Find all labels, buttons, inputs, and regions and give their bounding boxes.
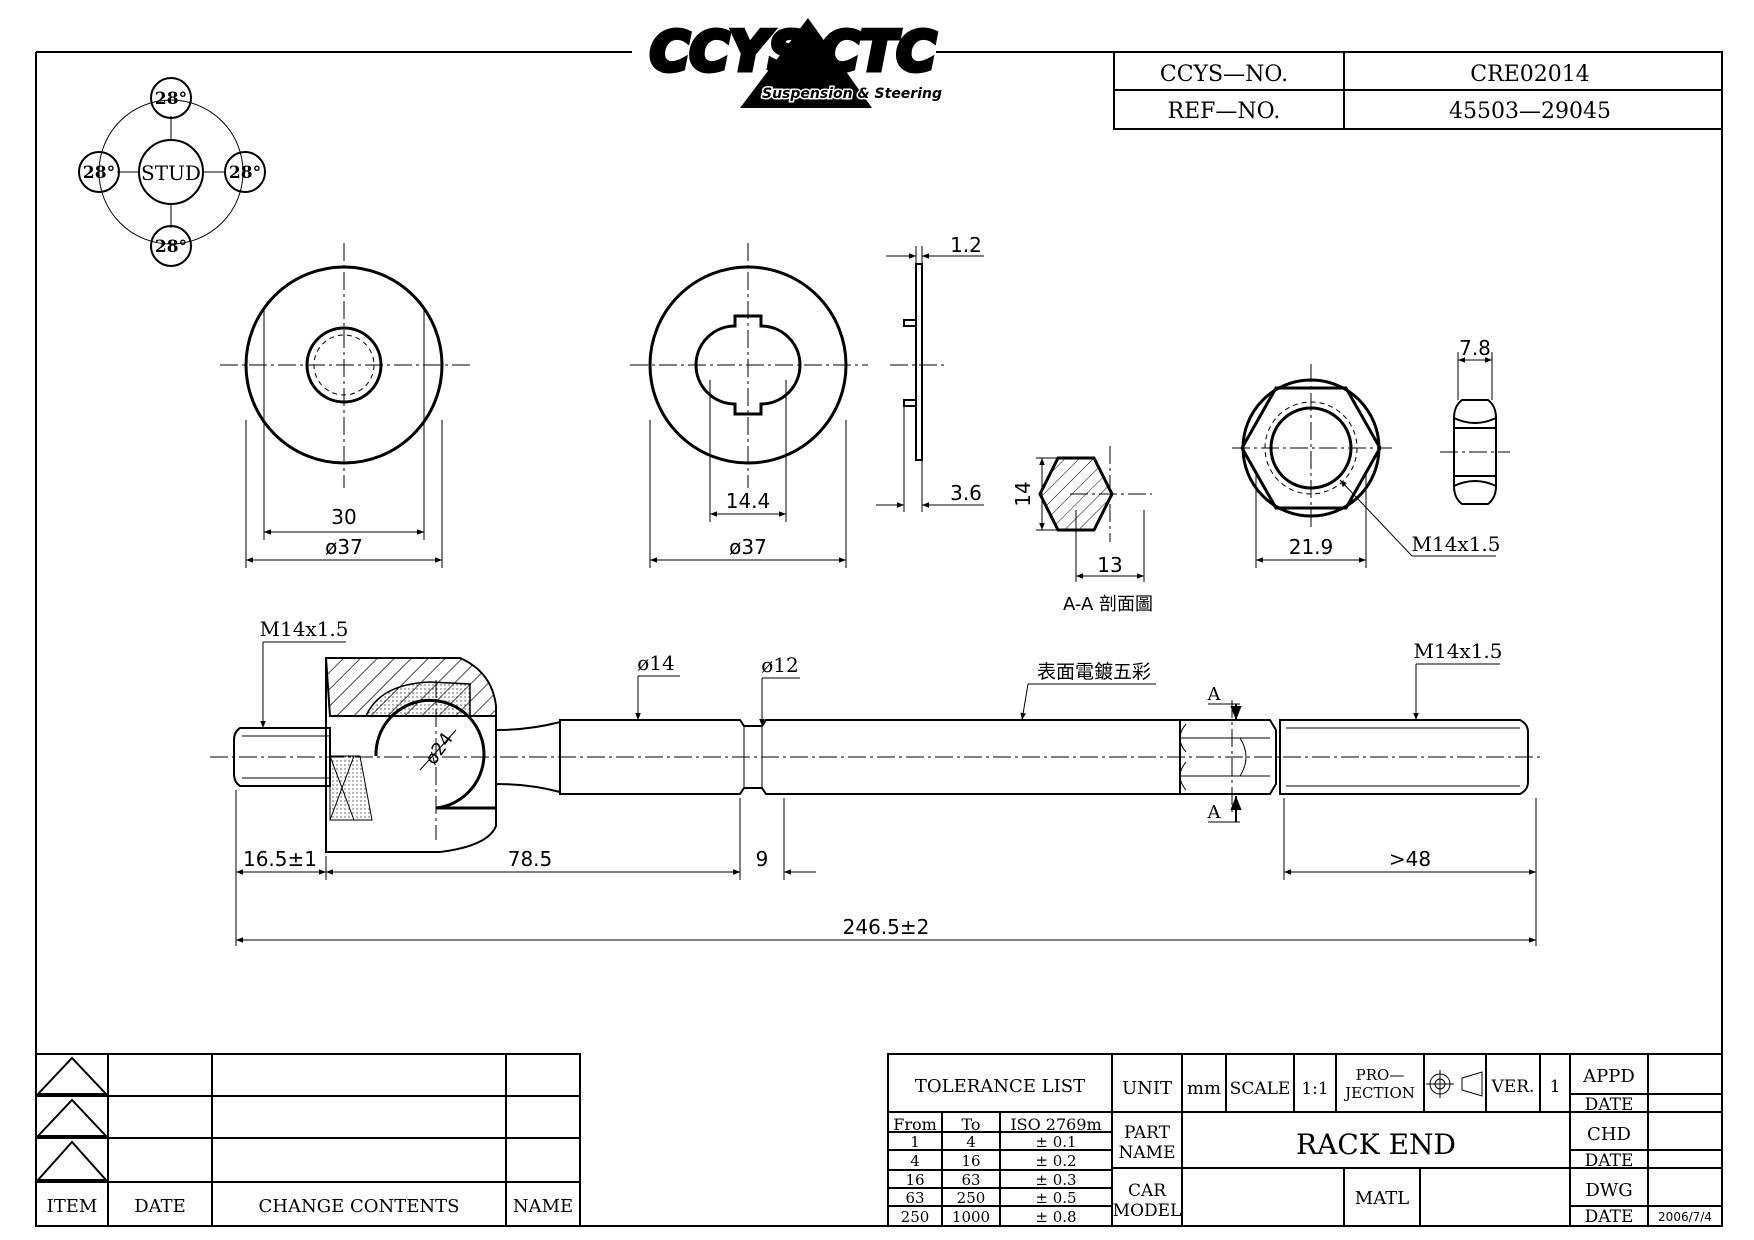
tol-row2-from: 4 (910, 1152, 920, 1170)
tol-row3-to: 63 (961, 1171, 980, 1189)
washer-height-dim: 3.6 (950, 481, 982, 505)
rev-header-item: ITEM (47, 1196, 98, 1217)
dim-overall-length: 246.5±2 (843, 915, 930, 939)
logo-triangle (740, 18, 872, 108)
part-number-box: CCYS—NO. CRE02014 REF—NO. 45503—29045 (1113, 51, 1723, 130)
neck-diameter-12: ø12 (761, 653, 799, 677)
chd-label: CHD (1587, 1124, 1631, 1145)
tol-row3-value: ± 0.3 (1035, 1171, 1076, 1189)
title-block: TOLERANCE LIST From To ISO 2769m 1 4 ± 0… (887, 1053, 1723, 1227)
tol-row5-value: ± 0.8 (1035, 1208, 1076, 1226)
projection-label-2: JECTION (1343, 1084, 1415, 1102)
revision-block: ITEM DATE CHANGE CONTENTS NAME (35, 1053, 581, 1227)
tol-header-iso: ISO 2769m (1010, 1115, 1101, 1134)
washer-thickness-dim: 1.2 (950, 233, 982, 257)
stud-angle-top: 28° (155, 89, 187, 109)
tol-row5-to: 1000 (952, 1208, 990, 1226)
washer-side-view: 1.2 3.6 (876, 233, 984, 512)
right-thread (1279, 719, 1529, 795)
washer2-outer-dim: ø37 (729, 535, 767, 559)
stud-angle-right: 28° (229, 163, 261, 183)
tol-row4-value: ± 0.5 (1035, 1189, 1076, 1207)
rev-header-change: CHANGE CONTENTS (259, 1196, 460, 1217)
washer1-inner-dim: 30 (331, 505, 356, 529)
appd-date-label: DATE (1585, 1095, 1634, 1115)
stud-angle-symbol: STUD 28° 28° 28° 28° (78, 77, 266, 267)
rack-end-rod: ø24 M14x1.5 ø14 ø12 表面電鍍五彩 M14x1.5 (210, 617, 1540, 946)
washer-keyed-view: 14.4 ø37 (630, 243, 868, 568)
ver-value: 1 (1550, 1077, 1561, 1097)
unit-value: mm (1187, 1078, 1221, 1099)
nut-thickness-dim: 7.8 (1459, 336, 1491, 360)
ver-label: VER. (1491, 1077, 1535, 1097)
tol-row1-value: ± 0.1 (1035, 1133, 1076, 1151)
nut-side-view: 7.8 (1440, 336, 1510, 505)
nut-thread-spec: M14x1.5 (1411, 532, 1500, 556)
tol-row4-from: 63 (905, 1189, 924, 1207)
section-height-dim: 14 (1011, 481, 1035, 506)
dim-right-thread: >48 (1389, 847, 1431, 871)
stud-angle-left: 28° (83, 163, 115, 183)
washer1-outer-dim: ø37 (325, 535, 363, 559)
logo-tagline: Suspension & Steering (762, 86, 942, 102)
projection-label-1: PRO— (1356, 1066, 1405, 1084)
ref-no-label: REF—NO. (1168, 99, 1281, 124)
section-width-dim: 13 (1097, 553, 1122, 577)
tol-row2-value: ± 0.2 (1035, 1152, 1076, 1170)
left-thread (233, 727, 331, 787)
tol-row4-to: 250 (957, 1189, 986, 1207)
ccys-no-value: CRE02014 (1470, 62, 1589, 87)
tolerance-title: TOLERANCE LIST (915, 1076, 1085, 1097)
projection-symbol-icon (1426, 1070, 1483, 1098)
chd-date-label: DATE (1585, 1151, 1634, 1171)
dwg-date-label: DATE (1585, 1207, 1634, 1227)
appd-label: APPD (1582, 1066, 1635, 1087)
dwg-label: DWG (1585, 1180, 1632, 1201)
scale-value: 1:1 (1301, 1079, 1328, 1099)
tol-row1-from: 1 (910, 1133, 920, 1151)
section-mark-top: A (1207, 684, 1222, 705)
tol-header-to: To (961, 1115, 980, 1134)
car-model-label-1: CAR (1128, 1181, 1167, 1201)
tol-row2-to: 16 (961, 1152, 980, 1170)
stud-angle-bottom: 28° (155, 237, 187, 257)
tol-row3-from: 16 (905, 1171, 924, 1189)
ball-socket (374, 698, 496, 810)
tol-row1-to: 4 (966, 1133, 976, 1151)
surface-finish-note: 表面電鍍五彩 (1037, 661, 1151, 683)
matl-label: MATL (1355, 1188, 1409, 1209)
logo-brand-right: CTC (820, 20, 936, 83)
stud-label: STUD (141, 161, 201, 185)
ccys-no-label: CCYS—NO. (1160, 62, 1288, 87)
section-caption: A-A 剖面圖 (1063, 594, 1153, 615)
shaft-diameter-14: ø14 (637, 651, 675, 675)
rev-header-name: NAME (513, 1196, 573, 1217)
unit-label: UNIT (1122, 1078, 1172, 1099)
left-thread-spec: M14x1.5 (259, 617, 348, 641)
washer2-inner-dim: 14.4 (726, 489, 771, 513)
part-name-label-2: NAME (1119, 1143, 1176, 1163)
dwg-date-value: 2006/7/4 (1658, 1210, 1712, 1224)
logo-brand-left: CCYS (650, 20, 807, 83)
tol-header-from: From (893, 1115, 937, 1134)
part-name-label-1: PART (1124, 1123, 1171, 1143)
nut-front-view: 21.9 M14x1.5 (1232, 364, 1501, 568)
right-thread-spec: M14x1.5 (1413, 639, 1502, 663)
nut-width-dim: 21.9 (1289, 535, 1334, 559)
tol-row5-from: 250 (901, 1208, 930, 1226)
section-aa: 14 13 A-A 剖面圖 (1011, 446, 1153, 615)
brand-logo: CCYS CTC Suspension & Steering (648, 18, 944, 108)
washer-round-view: 30 ø37 (220, 243, 470, 568)
scale-label: SCALE (1230, 1079, 1291, 1099)
section-mark-bottom: A (1207, 802, 1222, 823)
dim-left-thread: 16.5±1 (243, 847, 317, 871)
part-name-value: RACK END (1296, 1128, 1456, 1161)
car-model-label-2: MODEL (1113, 1201, 1182, 1221)
rev-header-date: DATE (134, 1196, 186, 1217)
ref-no-value: 45503—29045 (1449, 99, 1611, 124)
dim-neck: 9 (756, 847, 769, 871)
dim-housing-to-neck: 78.5 (508, 847, 553, 871)
